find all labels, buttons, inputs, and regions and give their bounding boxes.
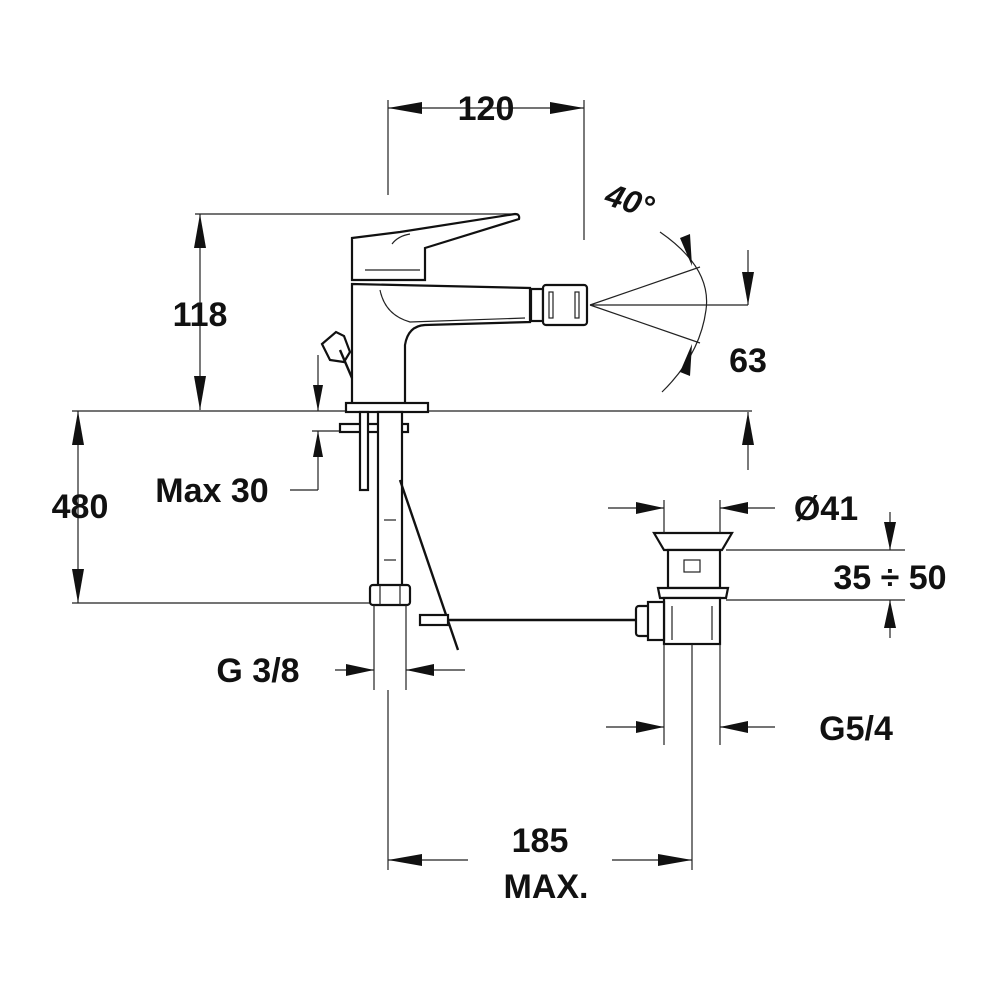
dim-g38: G 3/8 xyxy=(216,605,465,690)
dim-angle: 40° xyxy=(589,176,748,393)
waste-body xyxy=(662,596,722,646)
label-o41: Ø41 xyxy=(794,490,858,528)
dim-max30: Max 30 xyxy=(155,355,345,510)
waste-plug xyxy=(666,548,722,590)
dim-g54: G5/4 xyxy=(606,644,893,748)
label-max: MAX. xyxy=(504,868,589,906)
pivot-housing xyxy=(646,600,666,642)
label-120: 120 xyxy=(458,90,515,128)
nozzle-neck xyxy=(529,287,545,323)
hose-nut xyxy=(368,583,412,607)
dim-118: 118 xyxy=(173,213,515,410)
dim-o41: Ø41 xyxy=(608,490,858,533)
base-ring xyxy=(344,401,430,414)
label-63: 63 xyxy=(729,342,767,380)
dim-35-50: 35 ÷ 50 xyxy=(726,512,947,638)
label-g38: G 3/8 xyxy=(216,652,299,690)
popup-knob xyxy=(320,330,352,364)
hose-shank xyxy=(376,410,404,594)
faucet xyxy=(320,212,589,414)
waste-flange xyxy=(652,531,734,552)
label-g54: G5/4 xyxy=(819,710,893,748)
faucet-body xyxy=(350,282,532,406)
label-480: 480 xyxy=(52,488,109,526)
label-max30: Max 30 xyxy=(155,472,268,510)
waste-valve xyxy=(634,531,734,646)
dim-480: 480 xyxy=(52,411,372,604)
label-angle: 40° xyxy=(600,176,658,226)
dim-185: 185 MAX. xyxy=(387,644,693,906)
label-185: 185 xyxy=(512,822,569,860)
lever-handle xyxy=(350,212,521,282)
dim-63: 63 xyxy=(729,250,767,470)
fixing xyxy=(338,410,636,651)
nozzle xyxy=(541,283,589,327)
dim-120: 120 xyxy=(387,90,585,240)
label-35-50: 35 ÷ 50 xyxy=(833,559,946,597)
label-118: 118 xyxy=(173,296,228,334)
washer xyxy=(338,422,410,434)
threaded-rod xyxy=(358,410,370,492)
linkage-clamp xyxy=(418,613,450,627)
